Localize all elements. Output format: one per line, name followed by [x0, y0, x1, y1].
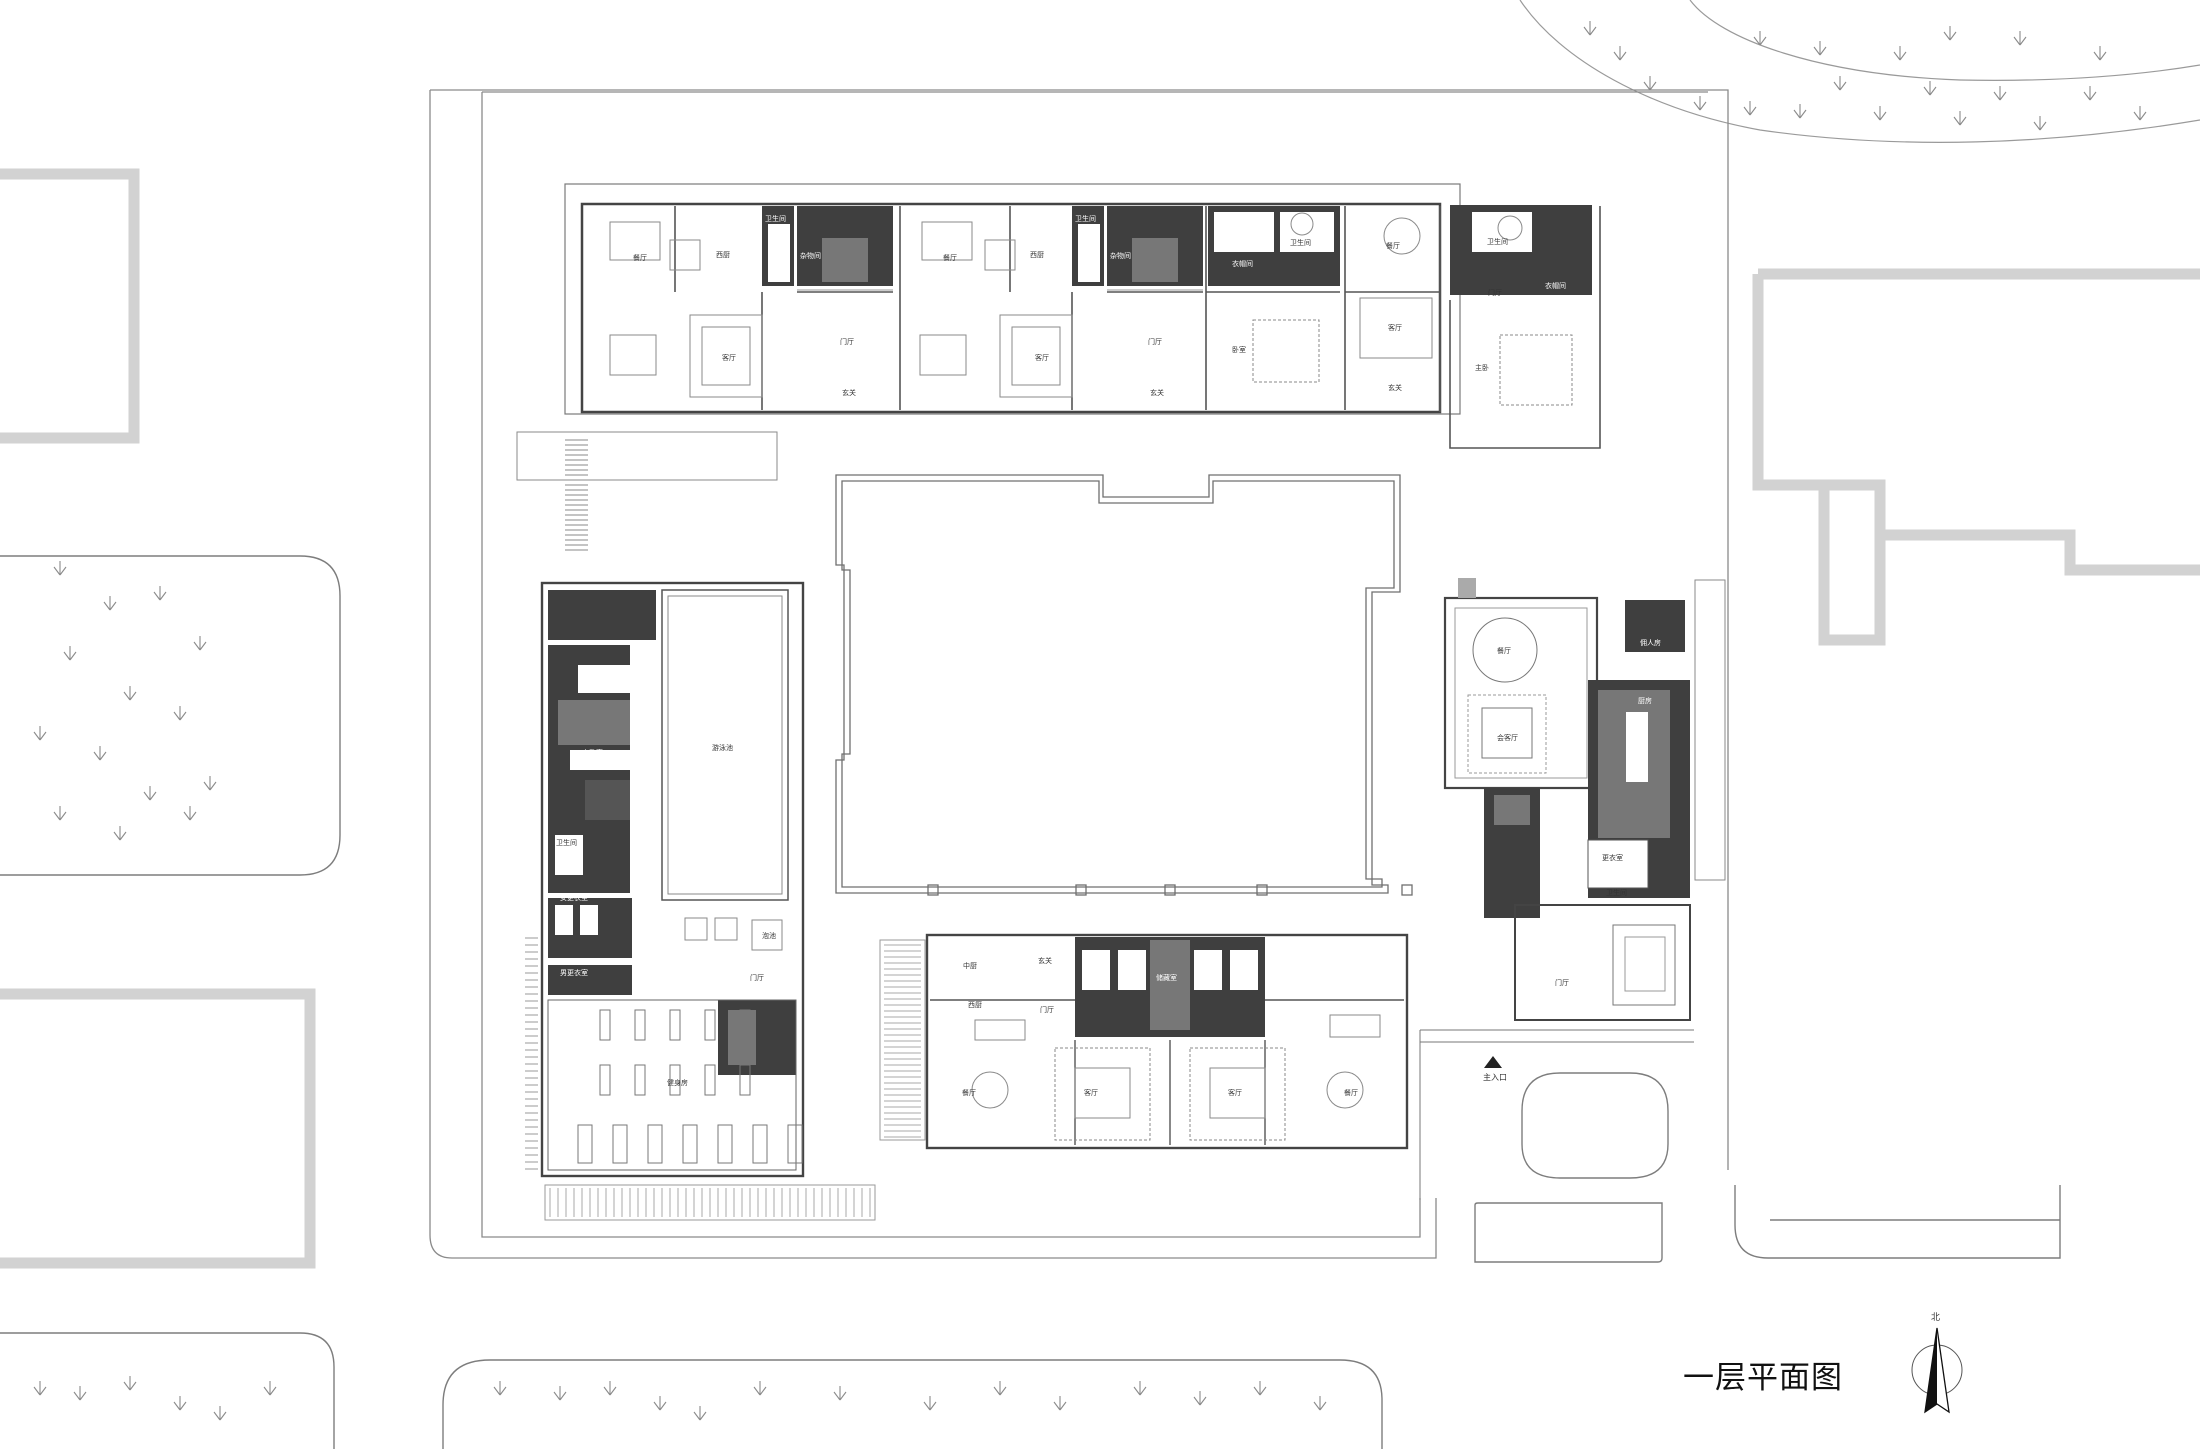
- label-living: 客厅: [1035, 353, 1049, 362]
- label-bedroom: 卧室: [1232, 345, 1246, 354]
- label-storage: 杂物间: [1110, 251, 1131, 260]
- label-foyer: 门厅: [1488, 288, 1502, 297]
- label-wardrobe: 更衣室: [1602, 853, 1623, 862]
- label-foyer: 门厅: [1148, 337, 1162, 346]
- neighbor-buildings: [0, 168, 2200, 1269]
- entrance-label: 主入口: [1483, 1072, 1507, 1082]
- label-storage: 储物间: [585, 666, 606, 675]
- label-women-locker: 女更衣室: [560, 893, 588, 902]
- north-label: 北: [1931, 1312, 1940, 1323]
- label-toilet: 卫生间: [556, 838, 577, 847]
- main-entrance-marker: [1484, 1056, 1502, 1068]
- label-vestibule: 玄关: [842, 388, 856, 397]
- label-toilet: 卫生间: [1487, 237, 1508, 246]
- site-roads: [0, 555, 2061, 1449]
- label-reception: 会客厅: [1497, 733, 1518, 742]
- label-men-locker: 男更衣室: [560, 968, 588, 977]
- label-storage: 杂物间: [800, 251, 821, 260]
- label-living: 客厅: [1228, 1088, 1242, 1097]
- label-banquet: 餐厅: [1497, 646, 1511, 655]
- label-wardrobe: 衣帽间: [1232, 259, 1253, 268]
- label-restaurant: 餐厅: [962, 1088, 976, 1097]
- east-wing: [1419, 578, 1726, 1200]
- label-chinese-kitchen: 中厨: [963, 961, 977, 970]
- label-gym: 健身房: [667, 1078, 688, 1087]
- label-toilet: 卫生间: [1075, 214, 1096, 223]
- south-wing: [544, 933, 1409, 1221]
- plan-title: 一层平面图: [1683, 1360, 1843, 1396]
- label-vestibule: 玄关: [1150, 388, 1164, 397]
- label-wardrobe: 衣帽间: [1545, 281, 1566, 290]
- label-western-kitchen: 西厨: [1030, 251, 1044, 259]
- label-western-kitchen: 西厨: [968, 1001, 982, 1009]
- label-vestibule: 玄关: [1388, 383, 1402, 392]
- label-staff-entry: 佣人房: [1640, 638, 1661, 647]
- label-foyer: 门厅: [1040, 1005, 1054, 1014]
- label-restaurant: 餐厅: [1344, 1088, 1358, 1097]
- central-courtyard: [835, 474, 1413, 896]
- label-master-bedroom: 主卧: [1475, 363, 1489, 372]
- label-restaurant: 餐厅: [943, 253, 957, 262]
- label-foyer: 门厅: [750, 973, 764, 982]
- label-study: 书房: [1123, 963, 1137, 972]
- label-staff-room: 工人卧室: [575, 748, 603, 757]
- west-wing: [516, 431, 805, 1178]
- label-vestibule: 玄关: [1038, 956, 1052, 965]
- north-wing: [564, 183, 1601, 449]
- label-living: 客厅: [1388, 323, 1402, 332]
- north-arrow-icon: [1911, 1327, 1963, 1414]
- label-living: 客厅: [722, 353, 736, 362]
- label-restaurant: 餐厅: [633, 253, 647, 262]
- room-labels: 餐厅 西厨 杂物间 卫生间 客厅 门厅 玄关 餐厅 西厨 杂物间 卫生间 客厅 …: [556, 214, 1940, 1323]
- label-luggage: 储藏室: [1156, 973, 1177, 982]
- label-pool: 游泳池: [712, 743, 733, 752]
- site-boundary: [429, 89, 1729, 1259]
- planting-marks: [33, 21, 2147, 1421]
- label-foyer: 门厅: [1555, 978, 1569, 987]
- label-living: 客厅: [1084, 1088, 1098, 1097]
- label-western-kitchen: 西厨: [716, 251, 730, 259]
- label-toilet: 卫生间: [1606, 888, 1627, 897]
- label-kitchen: 厨房: [1638, 696, 1652, 705]
- label-restaurant: 餐厅: [1386, 241, 1400, 250]
- label-lounge: 泡池: [762, 931, 776, 940]
- landscape-north: [1519, 0, 2200, 143]
- label-toilet: 卫生间: [1290, 238, 1311, 247]
- label-foyer: 门厅: [840, 337, 854, 346]
- label-toilet: 卫生间: [765, 214, 786, 223]
